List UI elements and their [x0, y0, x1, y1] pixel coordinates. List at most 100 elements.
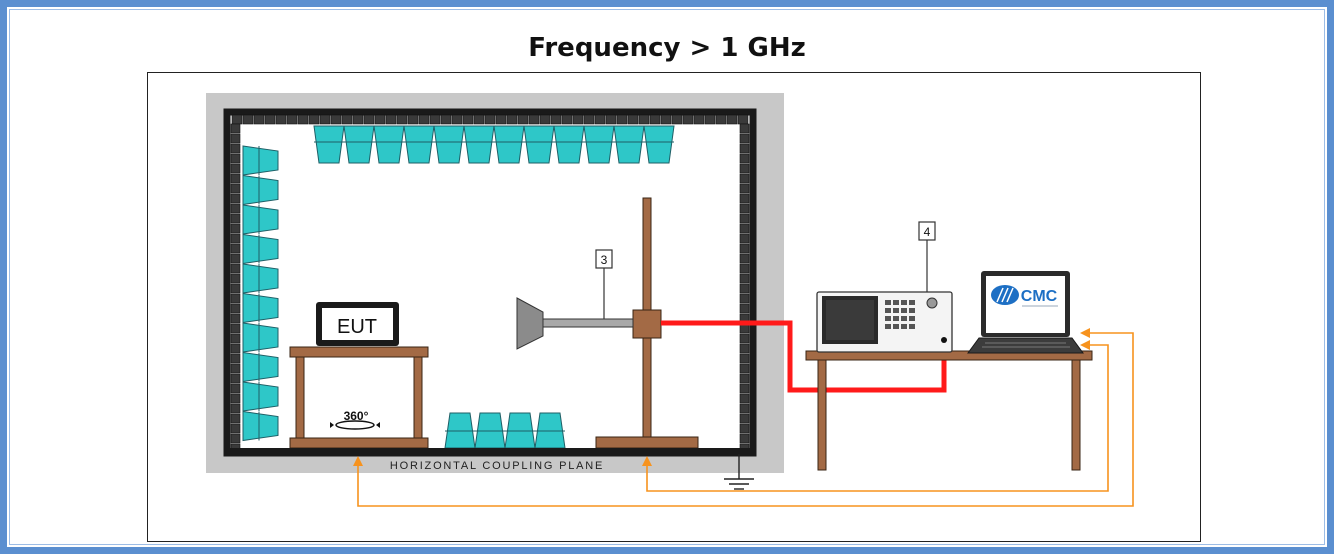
ceiling-ferrite-tile: [726, 114, 738, 125]
right-ferrite-tile: [739, 383, 750, 394]
wall-absorber-cone: [242, 204, 279, 235]
ceiling-ferrite-tile: [682, 114, 694, 125]
ceiling-ferrite-tile: [341, 114, 353, 125]
ceiling-absorber-cone: [553, 125, 585, 164]
left-ferrite-tile: [230, 223, 241, 234]
left-ferrite-tile: [230, 433, 241, 444]
ceiling-ferrite-tile: [638, 114, 650, 125]
ceiling-ferrite-tile: [275, 114, 287, 125]
right-ferrite-tile: [739, 183, 750, 194]
ceiling-ferrite-tile: [429, 114, 441, 125]
ceiling-ferrite-tile: [253, 114, 265, 125]
left-ferrite-tile: [230, 323, 241, 334]
ceiling-ferrite-tile: [594, 114, 606, 125]
left-ferrite-tile: [230, 273, 241, 284]
ceiling-ferrite-tile: [671, 114, 683, 125]
receiver-key: [893, 308, 899, 313]
chamber-shield: [223, 108, 757, 457]
callout-4-label: 4: [924, 225, 931, 239]
right-ferrite-tile: [739, 393, 750, 404]
right-ferrite-tile: [739, 153, 750, 164]
ceiling-ferrite-tile: [462, 114, 474, 125]
ceiling-ferrite-tile: [286, 114, 298, 125]
ceiling-ferrite-tile: [506, 114, 518, 125]
ceiling-ferrite-tile: [715, 114, 727, 125]
ceiling-ferrite-tile: [495, 114, 507, 125]
wall-absorber-cone: [242, 145, 279, 176]
receiver-keypad: [885, 300, 915, 329]
ceiling-ferrite-tile: [264, 114, 276, 125]
antenna-mast: [595, 197, 699, 449]
left-ferrite-tile: [230, 373, 241, 384]
right-ferrite-tile: [739, 423, 750, 434]
ceiling-absorber-cone: [343, 125, 375, 164]
right-ferrite-tile: [739, 333, 750, 344]
right-ferrite-tile: [739, 223, 750, 234]
left-ferrite-tile: [230, 313, 241, 324]
ceiling-absorber-cone: [463, 125, 495, 164]
ceiling-ferrite-tile: [407, 114, 419, 125]
wall-absorber-cone: [242, 322, 279, 353]
left-ferrite-tile: [230, 193, 241, 204]
left-ferrite-tile: [230, 213, 241, 224]
ceiling-ferrite-tile: [627, 114, 639, 125]
right-ferrite-tile: [739, 253, 750, 264]
ceiling-ferrite-tile: [605, 114, 617, 125]
right-ferrite-tile: [739, 343, 750, 354]
left-ferrite-tile: [230, 153, 241, 164]
left-ferrite-tile: [230, 243, 241, 254]
wall-absorber-cone: [242, 351, 279, 383]
receiver-key: [901, 316, 907, 321]
control-table: [805, 350, 1093, 471]
right-ferrite-tile: [739, 433, 750, 444]
left-ferrite-tile: [230, 343, 241, 354]
control-lines: [357, 332, 1134, 507]
left-ferrite-tile: [230, 403, 241, 414]
right-ferrite-tile: [739, 283, 750, 294]
left-ferrite-tile: [230, 303, 241, 314]
left-ferrite-tile: [230, 393, 241, 404]
right-ferrite-tile: [739, 133, 750, 144]
coupling-plane: [227, 448, 753, 454]
ceiling-absorber-cone: [433, 125, 465, 164]
right-ferrite-tile: [739, 163, 750, 174]
ceiling-ferrite-tile: [231, 114, 243, 125]
ceiling-ferrite-tile: [649, 114, 661, 125]
ceiling-ferrite-tile: [550, 114, 562, 125]
wall-absorber-cone: [242, 381, 279, 412]
page-title: Frequency > 1 GHz: [528, 33, 806, 63]
diagram-panel: [147, 72, 1201, 542]
receiver-key: [885, 308, 891, 313]
control-arrows: [353, 328, 1090, 466]
ceiling-ferrite-tile: [561, 114, 573, 125]
left-ferrite-tile: [230, 263, 241, 274]
left-ferrite-tile: [230, 203, 241, 214]
left-ferrite-tile: [230, 173, 241, 184]
left-ferrite-tile: [230, 283, 241, 294]
right-ferrite-tile: [739, 233, 750, 244]
ceiling-absorber-cone: [373, 125, 405, 164]
floor-absorbers: [444, 412, 566, 449]
right-ferrite-tile: [739, 143, 750, 154]
receiver-key: [885, 300, 891, 305]
right-ferrite-tile: [739, 303, 750, 314]
ceiling-ferrite-tile: [440, 114, 452, 125]
left-wall-ferrite-tiles: [230, 123, 241, 454]
ceiling-ferrite-tile: [363, 114, 375, 125]
right-ferrite-tile: [739, 353, 750, 364]
ceiling-absorber-cone: [583, 125, 615, 164]
right-ferrite-tile: [739, 193, 750, 204]
left-ferrite-tile: [230, 143, 241, 154]
ground-icon: [724, 454, 754, 490]
receiver-key: [893, 316, 899, 321]
ceiling-ferrite-tile: [517, 114, 529, 125]
left-ferrite-tile: [230, 353, 241, 364]
right-ferrite-tile: [739, 243, 750, 254]
right-ferrite-tile: [739, 273, 750, 284]
right-ferrite-tile: [739, 293, 750, 304]
ceiling-ferrite-tile: [473, 114, 485, 125]
right-ferrite-tile: [739, 413, 750, 424]
receiver-key: [909, 316, 915, 321]
ceiling-ferrite-tile: [319, 114, 331, 125]
